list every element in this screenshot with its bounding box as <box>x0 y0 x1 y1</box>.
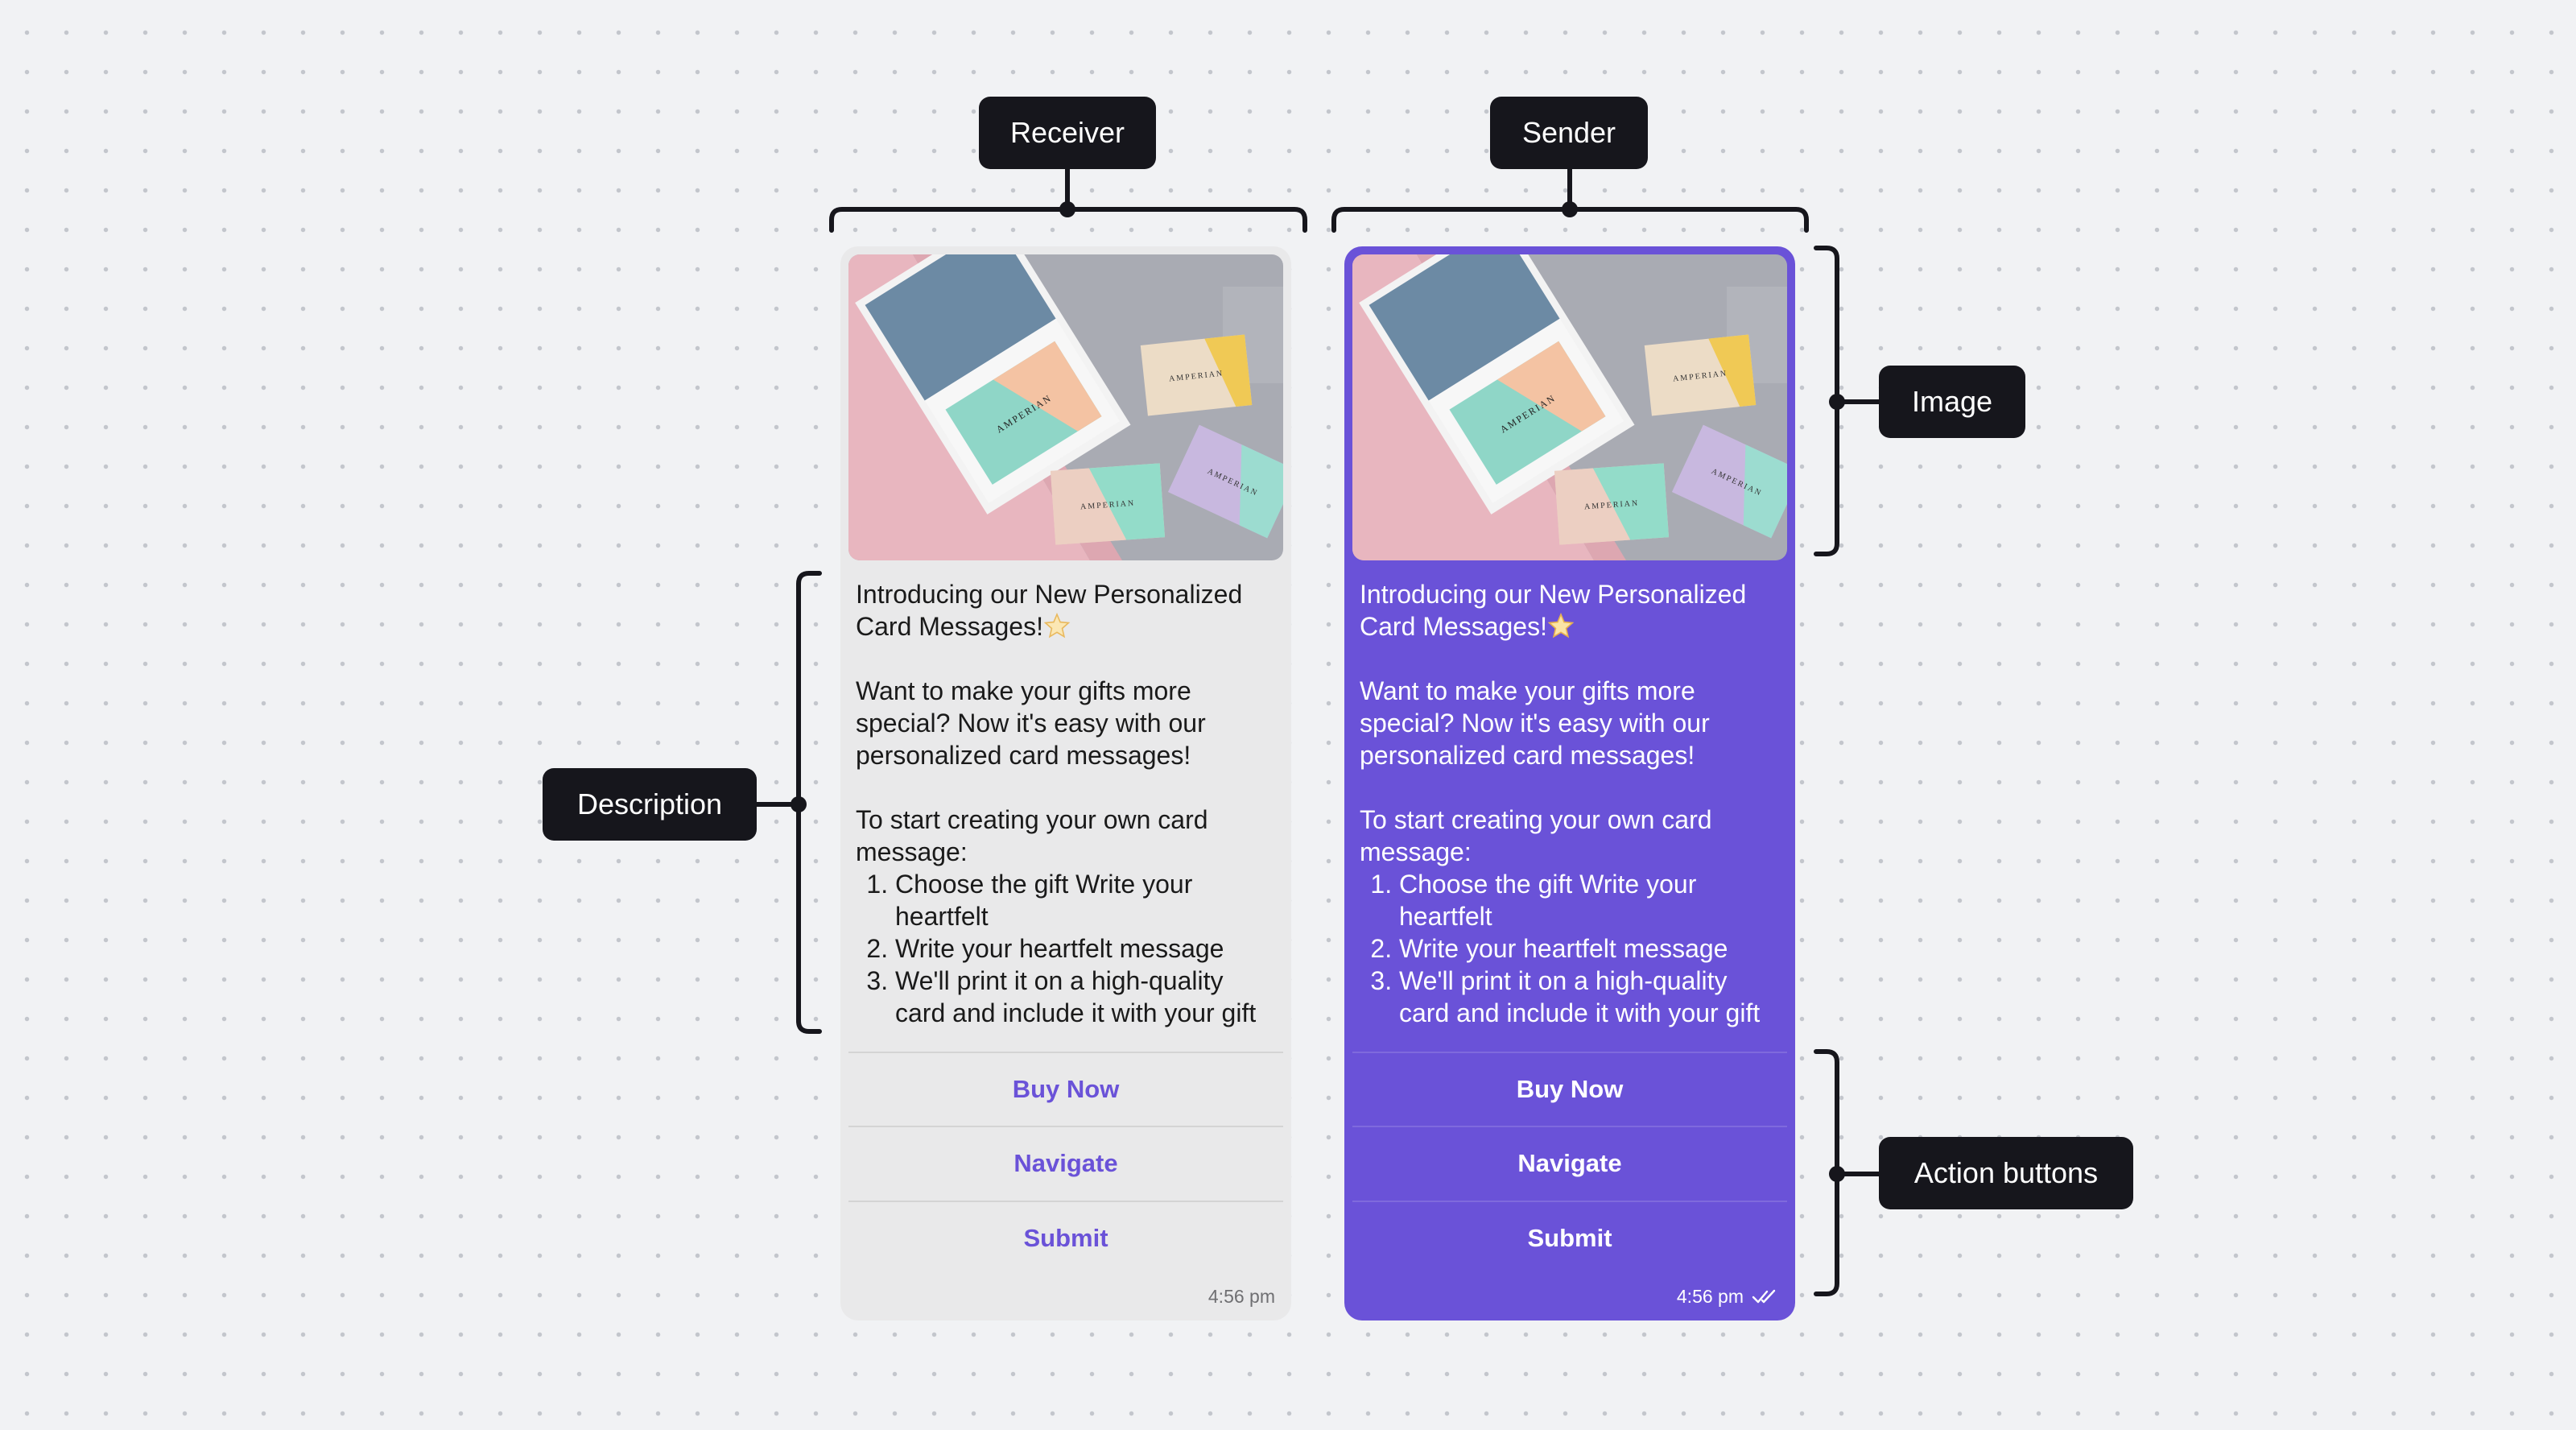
sender-message-bubble: AMPERIAN AMPERIAN AMPERIAN AMPERIAN Intr… <box>1344 246 1795 1320</box>
message-title: Introducing our New Personalized Card Me… <box>856 580 1243 641</box>
list-item: Write your heartfelt message <box>1399 932 1778 965</box>
svg-text:AMPERIAN: AMPERIAN <box>1080 499 1136 512</box>
message-title: Introducing our New Personalized Card Me… <box>1360 580 1747 641</box>
list-item: Choose the gift Write your heartfelt <box>895 868 1274 932</box>
message-paragraph: Want to make your gifts more special? No… <box>856 676 1206 770</box>
message-intro: To start creating your own card message: <box>856 805 1208 866</box>
star-icon <box>1547 613 1575 639</box>
message-paragraph: Want to make your gifts more special? No… <box>1360 676 1710 770</box>
submit-button[interactable]: Submit <box>1352 1201 1787 1275</box>
list-item: Write your heartfelt message <box>895 932 1274 965</box>
message-steps: Choose the gift Write your heartfelt Wri… <box>1360 868 1778 1029</box>
submit-button[interactable]: Submit <box>848 1201 1283 1275</box>
message-description: Introducing our New Personalized Card Me… <box>856 578 1274 1029</box>
list-item: We'll print it on a high-quality card an… <box>1399 965 1778 1029</box>
message-intro: To start creating your own card message: <box>1360 805 1712 866</box>
message-image[interactable]: AMPERIAN AMPERIAN AMPERIAN AMPERIAN <box>1352 254 1787 560</box>
message-timestamp: 4:56 pm <box>1208 1286 1275 1307</box>
list-item: Choose the gift Write your heartfelt <box>1399 868 1778 932</box>
message-image[interactable]: AMPERIAN AMPERIAN AMPERIAN AMPERIAN <box>848 254 1283 560</box>
message-description: Introducing our New Personalized Card Me… <box>1360 578 1778 1029</box>
navigate-button[interactable]: Navigate <box>1352 1126 1787 1200</box>
message-steps: Choose the gift Write your heartfelt Wri… <box>856 868 1274 1029</box>
svg-text:AMPERIAN: AMPERIAN <box>1584 499 1640 512</box>
buy-now-button[interactable]: Buy Now <box>848 1052 1283 1126</box>
list-item: We'll print it on a high-quality card an… <box>895 965 1274 1029</box>
star-icon <box>1043 613 1071 639</box>
message-timestamp: 4:56 pm <box>1676 1286 1744 1307</box>
buy-now-button[interactable]: Buy Now <box>1352 1052 1787 1126</box>
description-label: Description <box>543 768 757 841</box>
action-buttons-label: Action buttons <box>1879 1137 2133 1209</box>
double-check-icon <box>1752 1289 1776 1304</box>
receiver-message-bubble: AMPERIAN AMPERIAN AMPERIAN AMPERIAN Intr… <box>840 246 1291 1320</box>
image-label: Image <box>1879 366 2025 438</box>
navigate-button[interactable]: Navigate <box>848 1126 1283 1200</box>
sender-label: Sender <box>1490 97 1648 169</box>
receiver-label: Receiver <box>979 97 1156 169</box>
